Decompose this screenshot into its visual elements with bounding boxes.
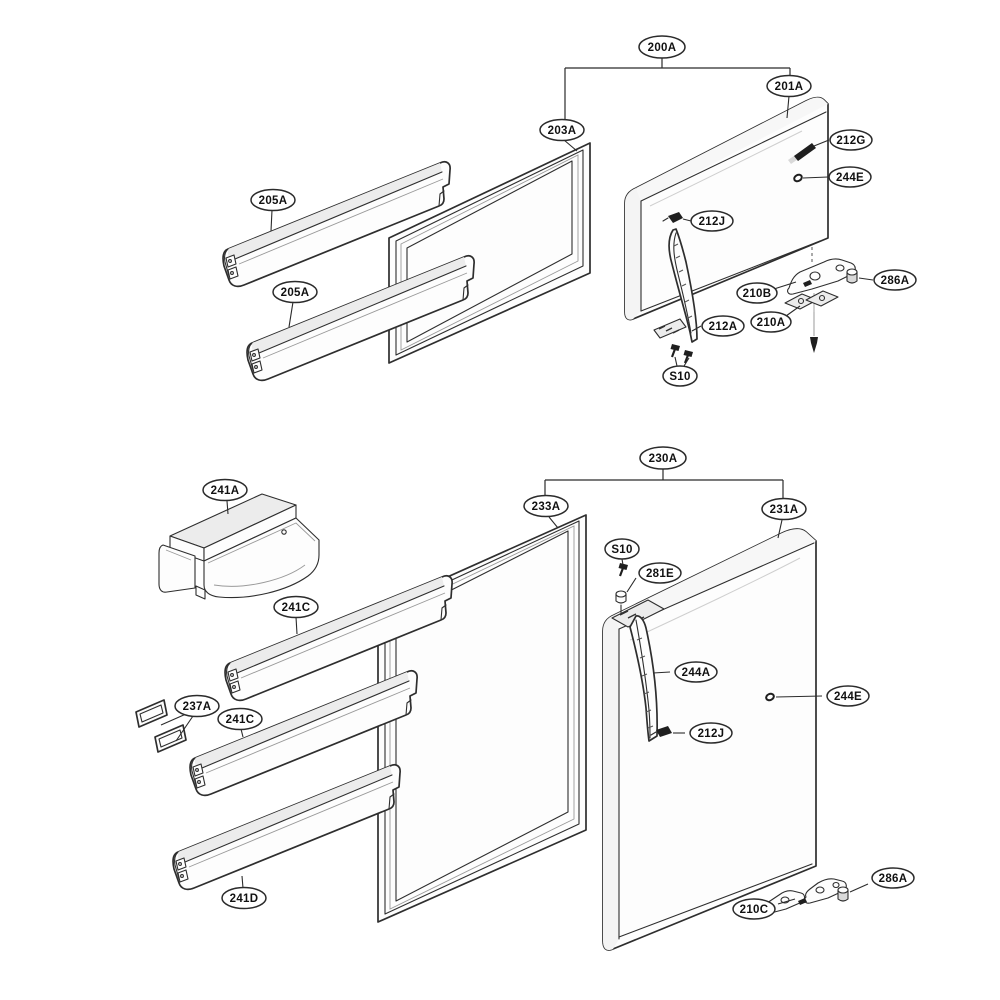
svg-text:237A: 237A <box>183 701 212 713</box>
callout-233a: 233A <box>523 494 569 518</box>
callout-286a-top: 286A <box>873 269 917 291</box>
leader-s10-bottom <box>621 558 624 566</box>
svg-text:S10: S10 <box>611 544 632 556</box>
fridge-gasket-233a <box>377 514 587 923</box>
fridge-door-section <box>135 493 849 951</box>
leader-210a <box>785 305 801 317</box>
screw-hole-244e-top <box>793 173 803 183</box>
svg-text:212G: 212G <box>836 135 865 147</box>
callout-210b: 210B <box>736 282 778 304</box>
svg-text:212A: 212A <box>709 321 738 333</box>
leader-205a-1 <box>270 209 273 232</box>
svg-text:203A: 203A <box>548 125 577 137</box>
freezer-handle-212a <box>653 228 698 343</box>
svg-text:210C: 210C <box>740 904 769 916</box>
fridge-handle-244a <box>611 599 665 742</box>
svg-text:244E: 244E <box>836 172 864 184</box>
callout-231a: 231A <box>761 497 807 521</box>
callout-241c-2: 241C <box>217 707 263 731</box>
leader-s10-top <box>674 356 690 367</box>
leader-286a-bottom <box>849 883 869 893</box>
svg-text:241D: 241D <box>230 893 259 905</box>
leader-241a <box>226 500 229 515</box>
leader-244e-top <box>802 176 829 179</box>
leader-237a <box>160 713 194 742</box>
svg-text:230A: 230A <box>649 453 678 465</box>
group-bracket-230a <box>544 469 784 539</box>
callout-212a: 212A <box>701 315 745 337</box>
svg-text:281E: 281E <box>646 568 674 580</box>
callout-s10-top: S10 <box>662 365 698 387</box>
callout-205a-1: 205A <box>250 188 296 212</box>
leader-210c <box>777 898 796 905</box>
group-bracket-200a <box>563 58 791 152</box>
callout-244e-top: 244E <box>828 166 872 188</box>
hinge-cap-286a-bottom <box>837 886 849 902</box>
callout-244a: 244A <box>674 661 718 683</box>
callout-201a: 201A <box>766 74 812 98</box>
callout-210a: 210A <box>750 311 792 333</box>
cap-212j-top <box>662 212 683 223</box>
freezer-door-section <box>222 96 858 382</box>
leader-212g <box>813 139 830 147</box>
svg-text:S10: S10 <box>669 371 690 383</box>
svg-text:241A: 241A <box>211 485 240 497</box>
callout-230a: 230A <box>639 446 687 470</box>
leader-281e <box>626 577 637 593</box>
svg-text:241C: 241C <box>226 714 255 726</box>
dairy-cover-241a <box>158 493 320 600</box>
callout-244e-bottom: 244E <box>826 685 870 707</box>
leader-210b <box>773 281 797 290</box>
hinge-screw-top <box>810 312 818 353</box>
clips-237a <box>135 699 187 753</box>
leader-244a <box>652 671 671 674</box>
hinge-cap-286a-top <box>846 268 858 284</box>
callout-212j-bottom: 212J <box>689 722 733 744</box>
svg-text:286A: 286A <box>879 873 908 885</box>
leader-241c-2 <box>240 728 244 738</box>
callout-s10-bottom: S10 <box>604 538 640 560</box>
leader-286a-top <box>858 277 874 281</box>
callout-241a: 241A <box>202 478 248 502</box>
callout-237a: 237A <box>174 694 220 718</box>
leader-244e-bottom <box>775 695 823 698</box>
callout-241d: 241D <box>221 886 267 910</box>
callout-286a-bottom: 286A <box>871 867 915 889</box>
callout-212j-top: 212J <box>690 210 734 232</box>
screw-hole-244e-bottom <box>765 692 775 702</box>
svg-text:210B: 210B <box>743 288 772 300</box>
callout-203a: 203A <box>539 118 585 142</box>
leader-241d <box>241 875 244 889</box>
leader-241c-1 <box>295 616 298 635</box>
callout-200a: 200A <box>638 35 686 59</box>
leader-212j-top <box>682 218 692 222</box>
screws-s10-top <box>669 342 695 365</box>
callout-205a-2: 205A <box>272 280 318 304</box>
svg-text:210A: 210A <box>757 317 786 329</box>
vent-grille-212g <box>788 143 816 164</box>
svg-text:233A: 233A <box>532 501 561 513</box>
callout-281e: 281E <box>638 562 682 584</box>
callout-241c-1: 241C <box>273 595 319 619</box>
svg-text:231A: 231A <box>770 504 799 516</box>
svg-text:200A: 200A <box>648 42 677 54</box>
leader-212a <box>691 325 702 332</box>
callout-212g: 212G <box>829 129 873 151</box>
hinge-shim-210a <box>784 290 839 310</box>
svg-text:212J: 212J <box>698 728 725 740</box>
svg-text:205A: 205A <box>281 287 310 299</box>
cap-212j-bottom <box>650 726 672 737</box>
svg-text:244E: 244E <box>834 691 862 703</box>
svg-text:241C: 241C <box>282 602 311 614</box>
svg-text:286A: 286A <box>881 275 910 287</box>
leader-205a-2 <box>288 301 294 328</box>
svg-text:244A: 244A <box>682 667 711 679</box>
svg-text:201A: 201A <box>775 81 804 93</box>
svg-text:212J: 212J <box>699 216 726 228</box>
pin-281e <box>615 590 627 617</box>
callout-210c: 210C <box>732 898 776 920</box>
hinge-plate-210b <box>787 258 856 295</box>
svg-text:205A: 205A <box>259 195 288 207</box>
